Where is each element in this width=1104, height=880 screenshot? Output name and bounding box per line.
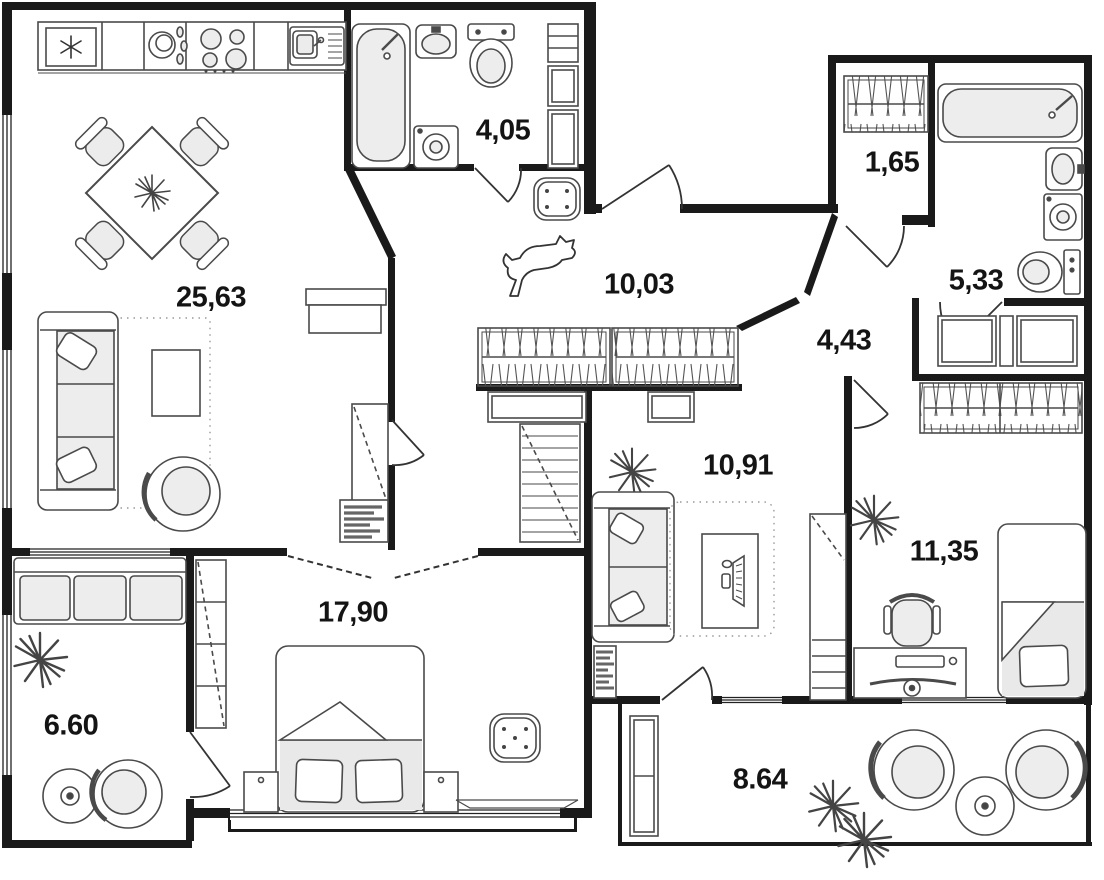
sliding-door-open — [287, 555, 479, 579]
coffee-table — [151, 349, 201, 417]
door-arc — [845, 225, 905, 268]
window — [0, 350, 14, 508]
monitor-icon — [869, 678, 957, 697]
area-label-closet: 1,65 — [864, 146, 920, 179]
kitchen — [37, 21, 347, 273]
balcony-left-zone — [13, 557, 187, 829]
dish-rack-icon — [148, 26, 188, 65]
bathtub-icon — [937, 83, 1083, 143]
toilet-icon — [467, 23, 515, 88]
window — [30, 546, 170, 558]
sofa-icon — [37, 311, 119, 511]
area-label-bedroom: 17,90 — [317, 596, 389, 629]
toilet-icon — [1017, 249, 1081, 295]
bench-icon — [13, 557, 187, 625]
area-label-bathroom-2: 5,33 — [948, 264, 1004, 297]
window-sill — [455, 799, 579, 809]
area-label-bathroom: 4,05 — [475, 114, 531, 147]
wardrobe-rail-icon — [611, 327, 739, 387]
wardrobe-icon — [351, 403, 389, 503]
door-arc — [189, 731, 231, 798]
tv-unit — [305, 288, 387, 334]
armchair-icon — [868, 729, 955, 811]
bed-icon — [997, 523, 1087, 699]
window — [0, 115, 14, 273]
study-room-zone — [591, 391, 847, 701]
dog-icon — [502, 235, 576, 297]
balcony-right-zone — [808, 729, 1088, 869]
nightstand-icon — [423, 771, 459, 813]
entrance-door-arc — [601, 164, 683, 210]
door-arc — [391, 419, 425, 466]
hallway-zone — [477, 177, 739, 423]
door-arc — [474, 167, 522, 203]
wardrobe-icon — [809, 513, 847, 701]
bedroom-zone — [195, 559, 659, 837]
armchair-icon — [141, 456, 221, 532]
shelving-unit — [519, 423, 581, 543]
washbasin-icon — [415, 24, 457, 59]
area-label-balcony-right: 8.64 — [732, 763, 788, 796]
wardrobe-icon — [195, 559, 227, 729]
wardrobe-rail-icon — [843, 75, 929, 133]
washbasin-icon — [1045, 147, 1085, 191]
area-label-balcony-left: 6.60 — [43, 709, 99, 742]
area-label-hall: 4,43 — [816, 324, 872, 357]
wardrobe-rail-icon — [477, 327, 611, 387]
plant-icon — [837, 811, 893, 869]
area-label-bedroom-2: 11,35 — [909, 535, 979, 568]
window — [0, 615, 14, 775]
monitor-icon — [721, 554, 745, 608]
kitchen-sink-icon — [289, 26, 345, 66]
plant-icon — [849, 494, 900, 546]
armchair-icon — [1005, 729, 1088, 811]
window — [722, 694, 782, 706]
closet-zone — [843, 75, 1085, 367]
bed-icon — [275, 645, 425, 813]
shoe-cabinet — [487, 391, 587, 423]
door-arc — [853, 379, 889, 429]
area-label-study: 10,91 — [702, 449, 774, 482]
sofa-icon — [591, 491, 675, 643]
round-table — [42, 768, 98, 824]
plant-icon — [13, 631, 69, 689]
freezer-icon — [45, 27, 97, 67]
round-table — [955, 776, 1015, 836]
storage-cabinets — [937, 315, 1078, 367]
nightstand-icon — [243, 771, 279, 813]
cabinet — [547, 23, 579, 169]
hob-icon — [200, 28, 247, 73]
bookshelf-icon — [339, 499, 389, 543]
area-label-hallway: 10,03 — [603, 268, 675, 301]
bathtub-icon — [351, 23, 411, 169]
book-stack-icon — [593, 645, 617, 699]
desk-icon — [853, 647, 967, 699]
wardrobe-rail-icon — [919, 382, 1083, 434]
armchair-icon — [89, 759, 163, 829]
plant-icon — [608, 447, 657, 497]
balcony-door-arc — [661, 666, 713, 701]
living-area — [37, 288, 581, 543]
dresser — [647, 391, 695, 423]
area-label-kitchen-living: 25,63 — [175, 281, 247, 314]
desk-icon — [701, 533, 759, 629]
bedroom-2-zone — [849, 382, 1087, 699]
washing-machine-icon — [413, 125, 459, 169]
pouf-icon — [533, 177, 581, 221]
plant-icon — [808, 779, 860, 833]
washing-machine-icon — [1043, 193, 1083, 241]
balcony-door-panel — [629, 715, 659, 837]
bathroom-1 — [351, 23, 579, 169]
pouf-icon — [489, 713, 541, 763]
office-chair-icon — [883, 593, 941, 647]
rug — [669, 501, 775, 637]
